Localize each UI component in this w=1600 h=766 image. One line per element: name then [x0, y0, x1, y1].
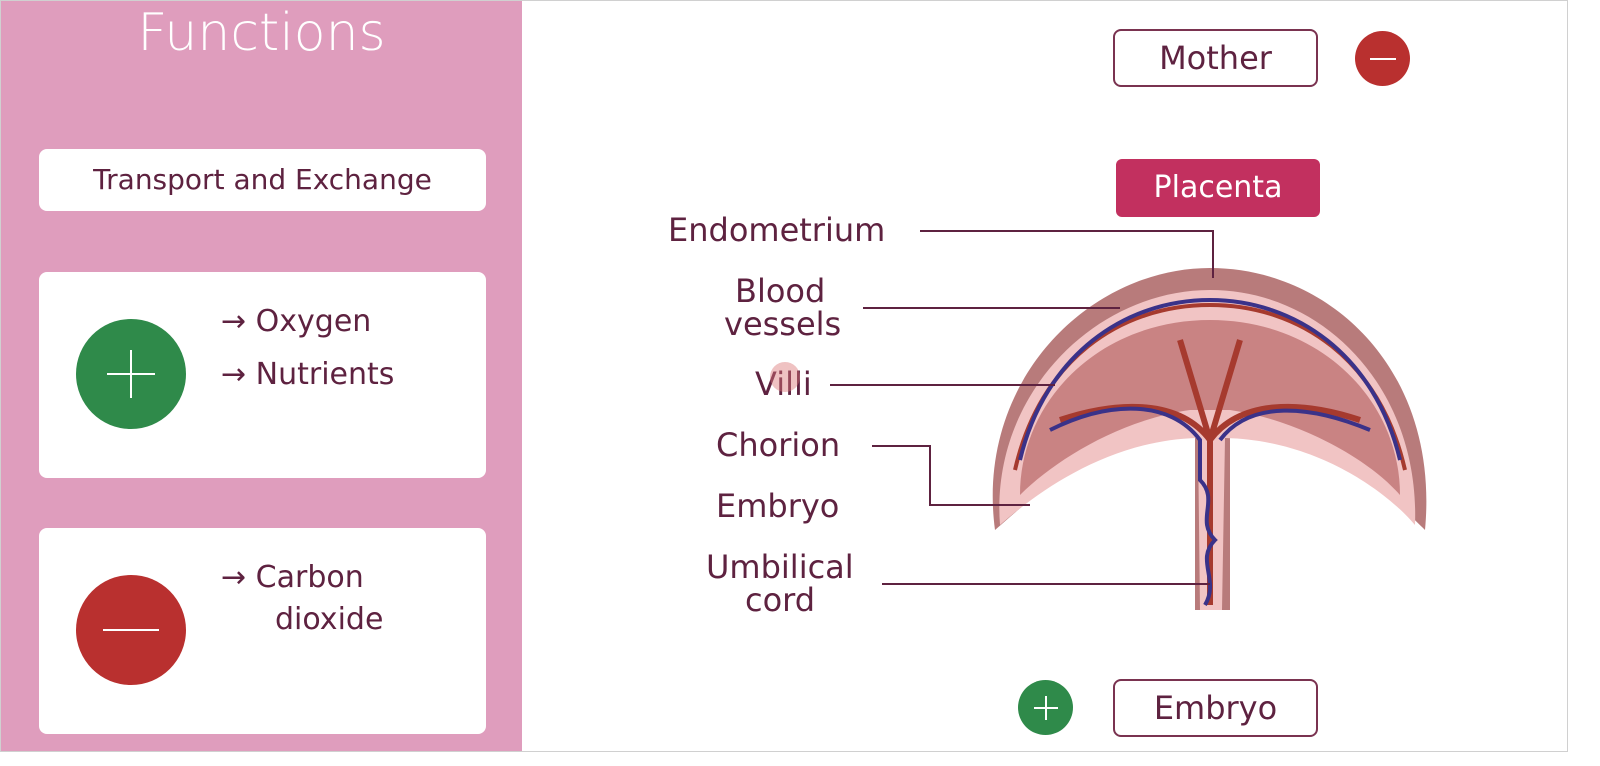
- embryo-box: Embryo: [1113, 679, 1318, 737]
- plus-icon: [1018, 680, 1073, 735]
- loss-item: → Carbon: [221, 560, 364, 595]
- label-cord: cord: [745, 581, 816, 619]
- loss-card: → Carbon dioxide: [39, 528, 486, 734]
- mother-box: Mother: [1113, 29, 1318, 87]
- label-umbilical: Umbilical: [706, 548, 854, 586]
- panel-title: Functions: [137, 3, 386, 63]
- gain-item: → Nutrients: [221, 357, 395, 392]
- label-endometrium: Endometrium: [668, 211, 886, 249]
- gain-card: → Oxygen → Nutrients: [39, 272, 486, 478]
- placenta-badge: Placenta: [1116, 159, 1320, 217]
- loss-item: dioxide: [275, 602, 384, 637]
- functions-panel: Functions Transport and Exchange → Oxyge…: [1, 1, 522, 751]
- slide-frame: [0, 0, 1568, 752]
- cursor-indicator: [770, 362, 800, 392]
- transport-heading: Transport and Exchange: [39, 149, 486, 211]
- gain-item: → Oxygen: [221, 304, 372, 339]
- label-embryo: Embryo: [716, 487, 840, 525]
- label-blood: Blood: [735, 272, 826, 310]
- label-villi: Villi: [755, 365, 812, 403]
- minus-icon: [1355, 31, 1410, 86]
- minus-icon: [76, 575, 186, 685]
- label-chorion: Chorion: [716, 426, 841, 464]
- plus-icon: [76, 319, 186, 429]
- label-vessels: vessels: [724, 305, 842, 343]
